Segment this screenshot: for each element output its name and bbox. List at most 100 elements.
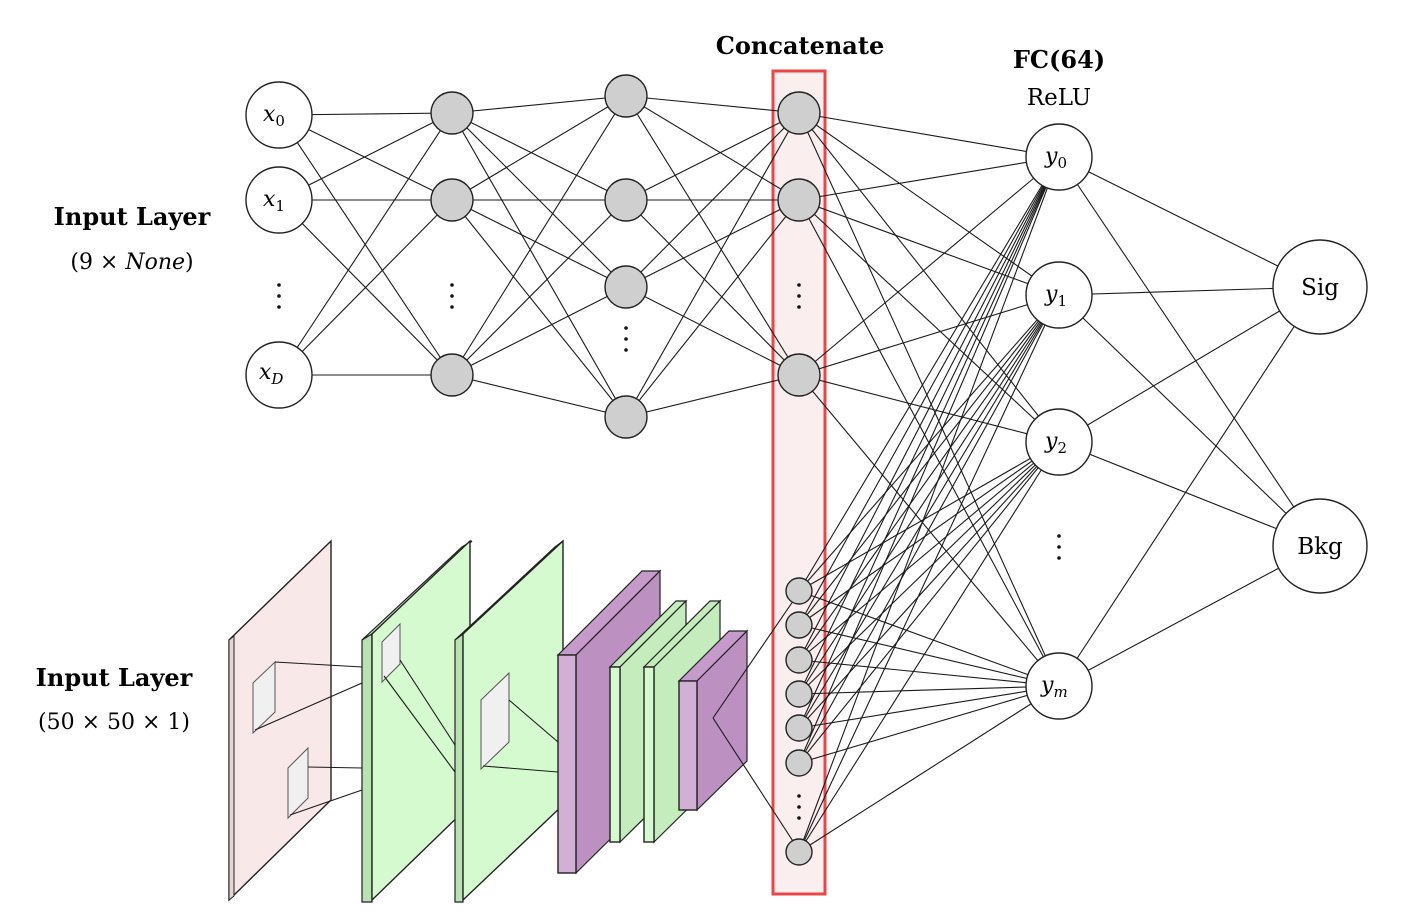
edge xyxy=(798,624,1060,687)
concat-cnn-node-4 xyxy=(785,714,813,742)
edge xyxy=(798,441,1060,853)
edge xyxy=(451,95,627,376)
output-label-bkg: Bkg xyxy=(1297,534,1343,560)
edge xyxy=(798,374,1060,687)
edge xyxy=(278,114,453,376)
edge xyxy=(625,199,800,288)
conv-layer-1 xyxy=(361,539,473,903)
edge xyxy=(451,374,627,418)
edge xyxy=(798,112,1060,687)
edge xyxy=(798,441,1060,592)
concat-dense-node-0 xyxy=(777,91,821,135)
ellipsis-hidden-2 xyxy=(624,326,628,352)
concatenate-title: Concatenate xyxy=(716,31,884,60)
edge xyxy=(798,156,1060,592)
edge xyxy=(798,294,1060,853)
node-label-x1: x1 xyxy=(263,187,285,215)
edge xyxy=(798,441,1060,661)
concat-cnn-node-3 xyxy=(785,680,813,708)
node-label-y1: y1 xyxy=(1044,282,1067,310)
node-label-ym: ym xyxy=(1040,673,1068,701)
fc-node-1 xyxy=(1025,261,1093,329)
output-node-bkg xyxy=(1272,498,1368,594)
edge xyxy=(798,112,1060,443)
hidden2-node-0 xyxy=(604,74,648,118)
concat-cnn-node-2 xyxy=(785,646,813,674)
edge xyxy=(625,95,800,376)
edge xyxy=(798,112,1060,296)
concat-dense-node-2 xyxy=(777,353,821,397)
concat-dense-node-1 xyxy=(777,178,821,222)
node-label-y2: y2 xyxy=(1044,429,1067,457)
concat-cnn-node-1 xyxy=(785,611,813,639)
dense-input-shape: (9 × None) xyxy=(70,250,193,275)
concat-cnn-node-6 xyxy=(785,838,813,866)
edge xyxy=(451,112,627,418)
edge xyxy=(798,294,1060,661)
edge xyxy=(798,156,1060,853)
cnn-feature-lines xyxy=(254,590,801,853)
ellipsis-hidden-1 xyxy=(450,283,454,309)
hidden2-node-3 xyxy=(604,395,648,439)
edge xyxy=(1058,286,1321,443)
edge xyxy=(278,199,453,376)
input-node-2 xyxy=(245,341,313,409)
edge xyxy=(625,286,800,376)
pool-layer-2 xyxy=(677,629,749,812)
hidden1-node-2 xyxy=(430,353,474,397)
edge xyxy=(798,294,1060,695)
fc-node-3 xyxy=(1025,652,1093,720)
edge xyxy=(798,294,1060,376)
edge xyxy=(798,685,1060,695)
edge xyxy=(451,95,627,201)
edge xyxy=(451,199,627,376)
edge xyxy=(278,112,453,376)
output-node-sig xyxy=(1272,239,1368,335)
edge xyxy=(798,156,1060,376)
edge xyxy=(625,95,800,201)
edge xyxy=(625,112,800,418)
edge xyxy=(625,95,800,114)
node-label-xD: xD xyxy=(259,360,283,388)
edge xyxy=(798,199,1060,296)
ellipsis-input xyxy=(277,283,281,309)
edge xyxy=(1058,156,1321,547)
edge xyxy=(451,112,627,201)
edge xyxy=(798,156,1060,695)
edge xyxy=(798,685,1060,729)
edge xyxy=(798,685,1060,764)
edge xyxy=(451,199,627,418)
cnn-input-plane xyxy=(228,539,332,902)
node-label-y0: y0 xyxy=(1044,144,1067,172)
node-label-x0: x0 xyxy=(263,102,285,130)
edge xyxy=(625,199,800,376)
ellipsis-fc xyxy=(1057,534,1061,560)
edge xyxy=(625,112,800,201)
edge xyxy=(798,156,1060,201)
output-label-sig: Sig xyxy=(1301,275,1339,301)
edge xyxy=(1058,286,1321,687)
ellipsis-concat-bottom xyxy=(797,794,801,820)
edge xyxy=(625,112,800,288)
edge xyxy=(798,294,1060,729)
edge xyxy=(798,199,1060,443)
edge xyxy=(798,441,1060,729)
edge xyxy=(798,441,1060,764)
fc-node-2 xyxy=(1025,408,1093,476)
input-node-1 xyxy=(245,166,313,234)
concat-cnn-node-0 xyxy=(785,577,813,605)
fc-node-0 xyxy=(1025,123,1093,191)
cnn-input-title: Input Layer xyxy=(36,663,193,692)
ellipsis-concat-top xyxy=(797,283,801,309)
edge xyxy=(798,156,1060,626)
edge xyxy=(798,156,1060,661)
edge xyxy=(1058,545,1321,687)
edge xyxy=(798,156,1060,729)
edge xyxy=(625,374,800,418)
edge xyxy=(798,441,1060,626)
edge xyxy=(1058,294,1321,547)
fc-title: FC(64) xyxy=(1013,45,1105,74)
activation-label: ReLU xyxy=(1027,85,1091,111)
edge xyxy=(798,156,1060,764)
